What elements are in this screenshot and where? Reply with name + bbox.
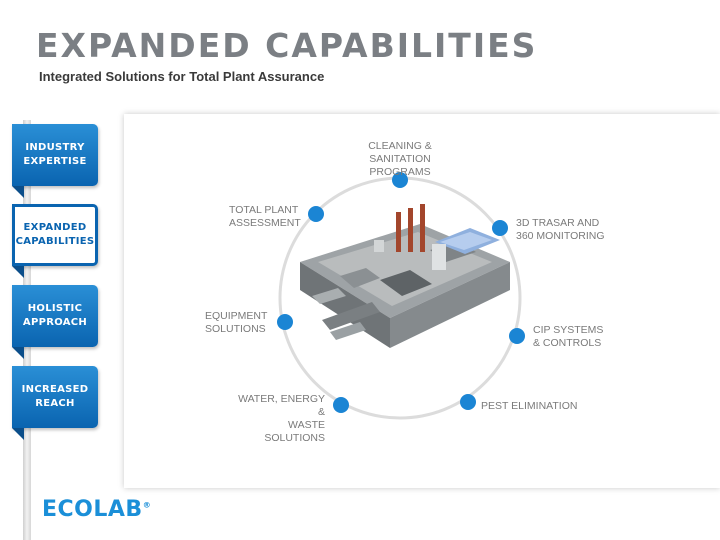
logo-text: ECOLAB	[42, 497, 143, 522]
registered-mark: ®	[142, 500, 152, 510]
label-3d-trasar: 3D TRASAR AND 360 MONITORING	[516, 217, 605, 242]
dot-pest	[460, 394, 476, 410]
ecolab-logo: ECOLAB®	[42, 497, 151, 522]
tab-label: HOLISTIC APPROACH	[22, 303, 88, 328]
label-cleaning-sanitation: CLEANING & SANITATION PROGRAMS	[368, 140, 432, 178]
tab-label: EXPANDED CAPABILITIES	[15, 222, 95, 247]
label-total-plant-assessment: TOTAL PLANT ASSESSMENT	[229, 204, 301, 229]
label-cip-systems: CIP SYSTEMS & CONTROLS	[533, 324, 604, 349]
dot-cleaning	[392, 172, 408, 188]
label-equipment-solutions: EQUIPMENT SOLUTIONS	[205, 310, 268, 335]
dot-equipment	[277, 314, 293, 330]
label-water-energy: WATER, ENERGY & WASTE SOLUTIONS	[238, 393, 325, 444]
tab-expanded-capabilities[interactable]: EXPANDED CAPABILITIES	[12, 204, 98, 278]
tab-holistic-approach[interactable]: HOLISTIC APPROACH	[12, 285, 98, 359]
dot-cip	[509, 328, 525, 344]
plant-illustration	[300, 204, 510, 348]
dot-trasar	[492, 220, 508, 236]
dot-water	[333, 397, 349, 413]
tab-increased-reach[interactable]: INCREASED REACH	[12, 366, 98, 440]
page-title: EXPANDED CAPABILITIES	[36, 26, 538, 65]
dot-assessment	[308, 206, 324, 222]
tab-industry-expertise[interactable]: INDUSTRY EXPERTISE	[12, 124, 98, 198]
tab-label: INCREASED REACH	[21, 384, 89, 409]
tab-label: INDUSTRY EXPERTISE	[23, 142, 87, 167]
label-pest-elimination: PEST ELIMINATION	[481, 400, 578, 412]
page-subtitle: Integrated Solutions for Total Plant Ass…	[39, 69, 325, 84]
